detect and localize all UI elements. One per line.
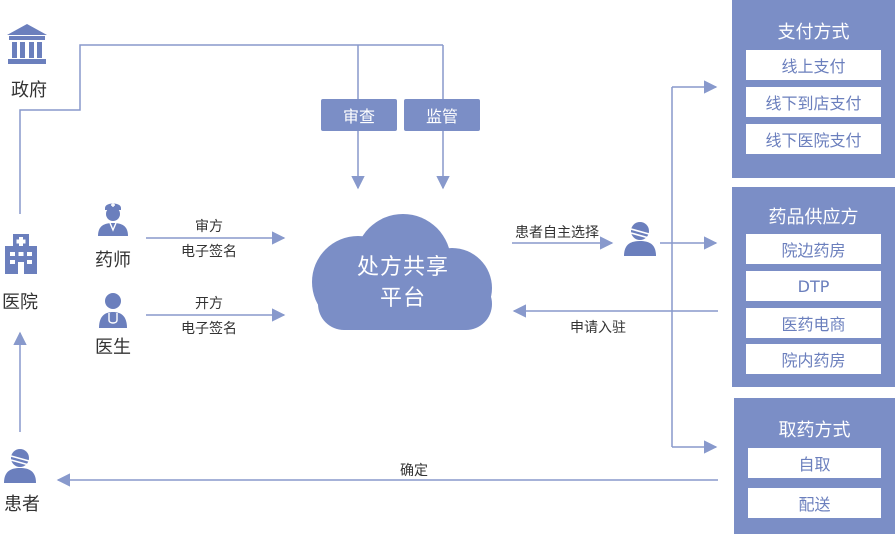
platform-title: 处方共享 平台 <box>318 252 488 314</box>
supplier-option-nearby-pharmacy: 院边药房 <box>746 234 881 264</box>
pharmacist-label: 药师 <box>95 250 131 271</box>
supplier-option-in-hospital-pharmacy: 院内药房 <box>746 344 881 374</box>
supervise-tag: 监管 <box>404 99 480 131</box>
patient-select-icon <box>624 222 656 256</box>
pickup-option-delivery: 配送 <box>748 488 881 518</box>
payment-method-panel: 支付方式 线上支付 线下到店支付 线下医院支付 <box>732 0 895 178</box>
review-tag: 审查 <box>321 99 397 131</box>
drug-supplier-title: 药品供应方 <box>768 207 859 228</box>
platform-title-line1: 处方共享 <box>356 255 449 280</box>
supplier-option-dtp: DTP <box>746 271 881 301</box>
government-building-icon <box>7 24 47 64</box>
pickup-method-panel: 取药方式 自取 配送 <box>734 398 895 534</box>
edge-label-confirm: 确定 <box>400 463 428 479</box>
gov-frame-line <box>19 44 443 214</box>
platform-title-line2: 平台 <box>379 286 426 311</box>
patient-icon <box>4 449 36 483</box>
payment-option-offline-store: 线下到店支付 <box>746 87 881 117</box>
platform-cloud <box>312 214 492 330</box>
edge-label-review-prescription: 审方 <box>195 219 223 235</box>
payment-option-online: 线上支付 <box>746 50 881 80</box>
doctor-icon <box>99 293 127 328</box>
hospital-icon <box>5 234 37 274</box>
edge-label-e-signature-2: 电子签名 <box>181 321 237 337</box>
edge-label-prescribe: 开方 <box>195 296 223 312</box>
pickup-method-title: 取药方式 <box>778 420 851 441</box>
payment-method-title: 支付方式 <box>777 22 850 43</box>
doctor-label: 医生 <box>95 337 131 358</box>
payment-option-offline-hospital: 线下医院支付 <box>746 124 881 154</box>
edge-label-apply: 申请入驻 <box>570 320 626 336</box>
supplier-option-pharma-ecommerce: 医药电商 <box>746 308 881 338</box>
drug-supplier-panel: 药品供应方 院边药房 DTP 医药电商 院内药房 <box>732 187 895 387</box>
government-label: 政府 <box>11 80 47 101</box>
patient-label: 患者 <box>4 494 40 515</box>
edge-label-self-select: 患者自主选择 <box>515 225 599 241</box>
edge-label-e-signature-1: 电子签名 <box>181 244 237 260</box>
hospital-label: 医院 <box>2 292 38 313</box>
pharmacist-icon <box>98 203 128 236</box>
pickup-option-self: 自取 <box>748 448 881 478</box>
